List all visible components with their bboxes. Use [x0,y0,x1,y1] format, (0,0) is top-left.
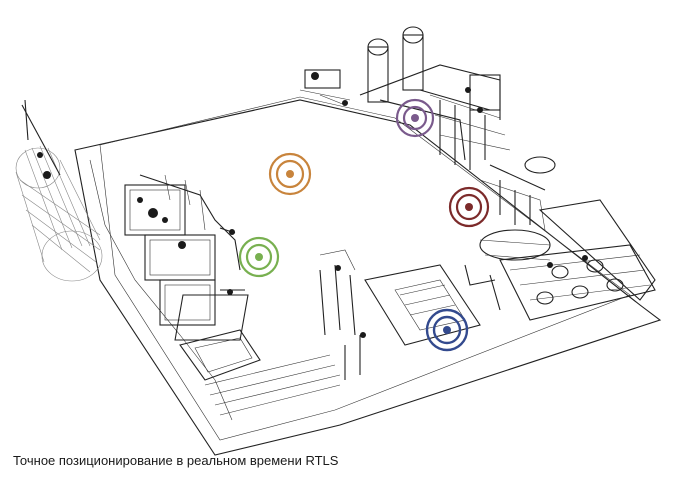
equipment-center-bottom [319,249,501,380]
silos-top-right [359,26,511,170]
marker-green [238,236,280,278]
storage-tank-left [15,99,103,282]
caption: Точное позиционирование в реальном време… [13,453,339,468]
equipment-top [299,69,351,106]
equipment-left [124,174,245,326]
marker-orange [268,152,312,196]
marker-purple [395,98,435,138]
platform-bottom-left [174,294,341,416]
equipment-right [479,156,656,321]
floor-outline [74,96,662,456]
marker-blue [425,308,469,352]
marker-darkred [448,186,490,228]
